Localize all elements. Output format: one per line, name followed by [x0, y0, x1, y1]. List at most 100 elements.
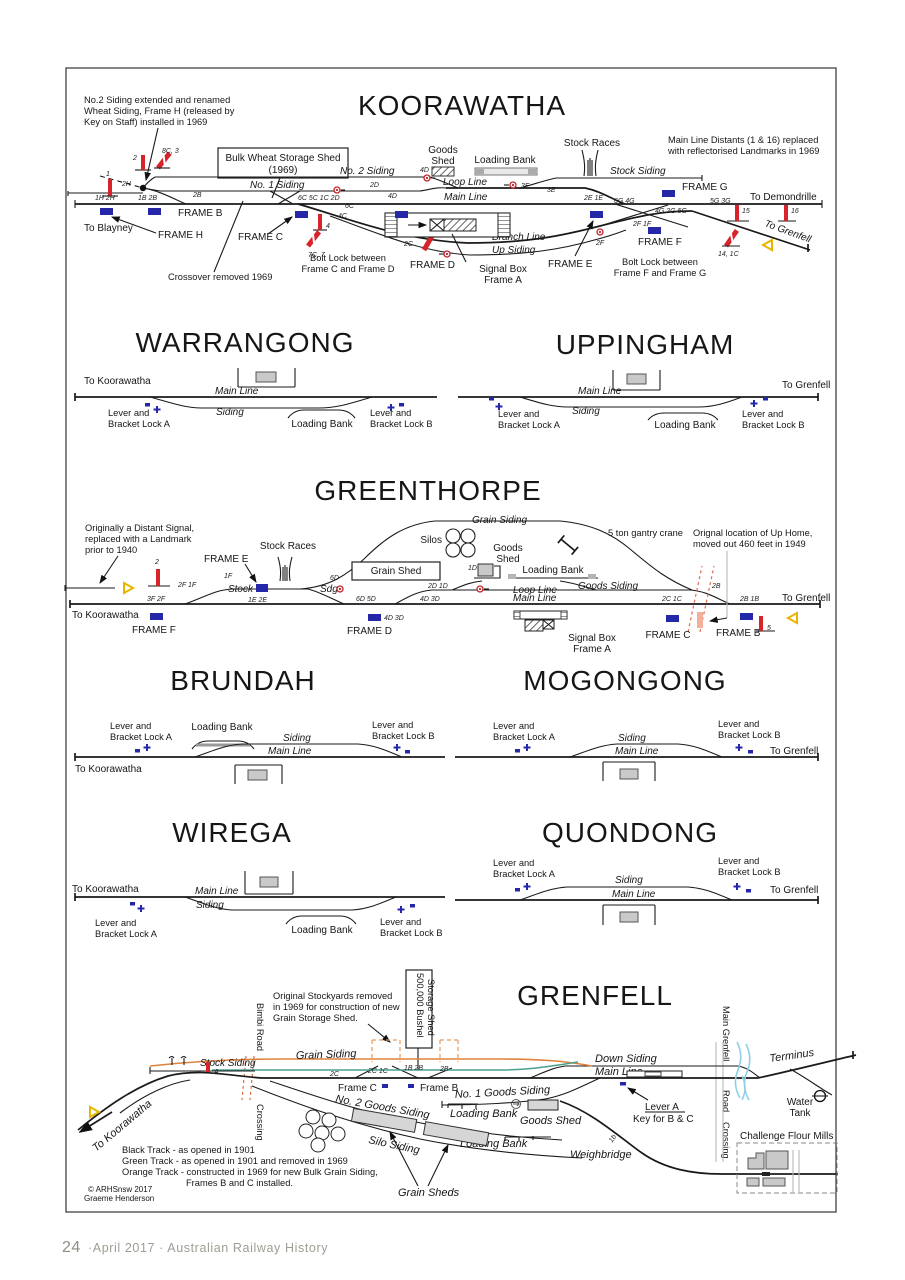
- lever-number: 3F 2F: [147, 596, 166, 603]
- lever-label: Key for B & C: [633, 1114, 694, 1125]
- lever-bracket-lock-icon: [130, 902, 145, 912]
- building-label: Bulk Wheat Storage Shed: [225, 153, 340, 164]
- loading-bank-bracket: [647, 412, 719, 421]
- bulk-wheat-shed-box: [217, 147, 349, 179]
- copyright-line: © ARHSnsw 2017: [88, 1185, 153, 1194]
- track-label: No. 1 Siding: [250, 180, 305, 191]
- frame-marker: [395, 211, 408, 218]
- frame-label: FRAME D: [410, 260, 455, 271]
- lock-label: Bracket Lock A: [108, 419, 171, 429]
- lever-number: 6D 5D: [356, 596, 376, 603]
- platform-and-signal-box: [513, 610, 568, 632]
- station-building: [234, 764, 283, 784]
- building-label: Shed: [496, 554, 519, 565]
- lock-label: Bracket Lock B: [380, 928, 443, 938]
- warrangong-tracks: [74, 393, 437, 409]
- lock-label: Bracket Lock B: [742, 420, 805, 430]
- platform: [626, 1070, 683, 1078]
- home-signal-icon: [206, 1062, 210, 1072]
- home-signal-icon: [148, 569, 170, 587]
- road-label: Crossing: [721, 1122, 731, 1159]
- lever-number: 2B 1B: [739, 596, 759, 603]
- loading-bank-label: Loading Bank: [450, 1108, 518, 1120]
- station-building: [612, 370, 661, 391]
- silos-icon: [445, 528, 476, 558]
- lock-label: Bracket Lock A: [498, 420, 561, 430]
- legend-line: Orange Track - constructed in 1969 for n…: [122, 1167, 378, 1177]
- track-label: Stock Siding: [200, 1058, 256, 1069]
- frame-marker: [648, 227, 661, 234]
- frame-label: FRAME F: [132, 625, 176, 636]
- signal-box-label: Signal Box: [479, 264, 527, 275]
- frame-marker: [590, 211, 603, 218]
- track-label: Down Siding: [595, 1053, 658, 1065]
- grain-shed: [350, 1107, 418, 1133]
- loading-bank: [508, 574, 598, 579]
- direction-label: To Koorawatha: [72, 884, 139, 895]
- lever-bracket-lock-icon: [393, 744, 410, 754]
- legend-line: Frames B and C installed.: [186, 1178, 293, 1188]
- direction-label: To Grenfell: [782, 380, 830, 391]
- lever-number: 2C: [329, 1071, 340, 1078]
- grain-shed-outline: [371, 1039, 459, 1062]
- lever-number: 1B 2B: [404, 1065, 423, 1072]
- road-lines: [715, 1042, 724, 1162]
- frame-marker: [662, 190, 675, 197]
- gantry-label: 5 ton gantry crane: [608, 528, 683, 538]
- koorawatha-diagram: KOORAWATHA No.2 Siding extended and rena…: [67, 90, 823, 286]
- track-label: No. 2 Siding: [340, 166, 395, 177]
- building-label: Goods: [493, 543, 522, 554]
- quondong-diagram: QUONDONG Siding Main Line To Grenfell Le…: [455, 817, 819, 925]
- note-line: Frame F and Frame G: [614, 268, 706, 278]
- label-pointer: [244, 563, 257, 583]
- direction-label: To Grenfell: [770, 746, 818, 757]
- lever-number: 2B: [439, 1066, 449, 1073]
- lock-label: Lever and: [718, 719, 759, 729]
- lever-number: 2E 1E: [583, 195, 603, 202]
- label-pointer: [708, 616, 728, 623]
- frame-label: Frame C: [338, 1083, 377, 1094]
- lock-label: Lever and: [370, 408, 411, 418]
- track-label: Grain Siding: [472, 515, 527, 526]
- green-removed-track: [212, 1061, 579, 1071]
- loading-bank-label: Loading Bank: [291, 925, 353, 936]
- note-line: Bolt Lock between: [622, 257, 698, 267]
- station-title: GREENTHORPE: [314, 475, 541, 506]
- greenthorpe-tracks: [64, 520, 821, 608]
- building-label: Shed: [431, 156, 454, 167]
- lever-number: 4D: [420, 167, 429, 174]
- label-pointer: [110, 216, 157, 234]
- goods-shed: [474, 563, 501, 579]
- legend-line: Black Track - as opened in 1901: [122, 1145, 255, 1155]
- shunt-signal-icon: [306, 230, 322, 248]
- track-label: Siding: [216, 407, 244, 418]
- building-label: Goods: [428, 145, 457, 156]
- warrangong-diagram: WARRANGONG To Koorawatha Main Line Sidin…: [74, 327, 437, 430]
- note-line: Originally a Distant Signal,: [85, 523, 194, 533]
- lever-number: 2F 1F: [632, 221, 652, 228]
- frame-label: FRAME F: [638, 237, 682, 248]
- lock-label: Lever and: [372, 720, 413, 730]
- lever-number: 2C 1C: [661, 596, 683, 603]
- ground-signal-icon: [423, 174, 435, 182]
- track-label: Main Line: [513, 593, 557, 604]
- greenthorpe-diagram: GREENTHORPE Originally a Distant Signal,…: [64, 475, 830, 655]
- quondong-tracks: [455, 886, 819, 904]
- station-title: WIREGA: [172, 817, 292, 848]
- frame-label: FRAME B: [716, 628, 761, 639]
- bushel-shed-box: [405, 969, 433, 1049]
- stock-races-label: Stock Races: [260, 541, 316, 552]
- track-label: Main Line: [215, 386, 259, 397]
- lever-number: 15: [742, 208, 750, 215]
- lever-number: 3E: [521, 183, 530, 190]
- home-signal-icon: [135, 155, 151, 171]
- lever-number: 2C: [403, 241, 414, 248]
- shunt-signal-icon: [722, 229, 740, 248]
- lock-label: Lever and: [493, 721, 534, 731]
- lever-number: 6C 5C 1C 2D: [298, 195, 340, 202]
- frame-label: Frame B: [420, 1083, 459, 1094]
- track-label: Stock Siding: [610, 166, 666, 177]
- grain-shed: [422, 1121, 490, 1147]
- page-number: 24: [62, 1239, 81, 1256]
